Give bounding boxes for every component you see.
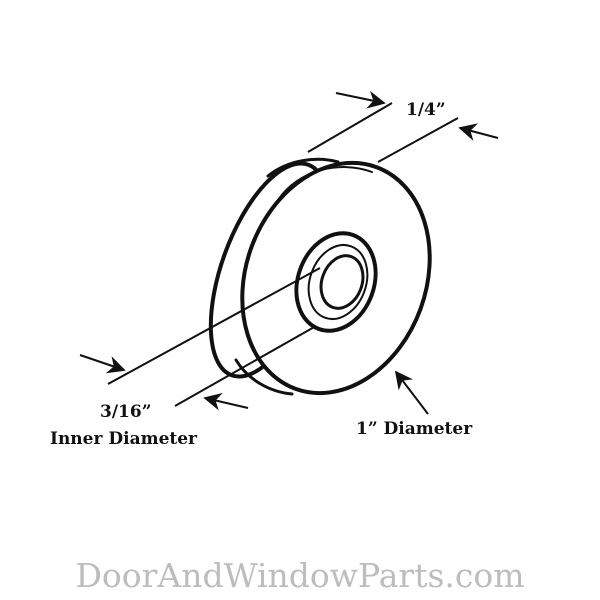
- face-ridge: [277, 166, 373, 201]
- inner-arrow-right: [203, 392, 249, 411]
- width-dimension: [307, 90, 499, 163]
- groove-top: [266, 157, 340, 178]
- front-face: [240, 160, 432, 396]
- inner-arrow-left: [79, 354, 126, 374]
- roller-wheel: [208, 157, 432, 396]
- inner-extension-bottom: [174, 325, 317, 407]
- outer-diameter-arrow: [394, 370, 429, 415]
- watermark-text: DoorAndWindowParts.com: [75, 556, 524, 595]
- inner-extension-top: [107, 267, 321, 385]
- width-label: 1/4”: [406, 100, 446, 120]
- inner-diameter-dimension: [79, 267, 321, 411]
- inner-size-label: 3/16”: [100, 402, 151, 422]
- width-extension-right: [377, 117, 459, 163]
- groove-bottom: [234, 358, 294, 396]
- inner-caption-label: Inner Diameter: [50, 429, 198, 449]
- width-arrow-left: [335, 90, 386, 109]
- width-extension-left: [307, 102, 393, 153]
- outer-diameter-label: 1” Diameter: [356, 419, 473, 439]
- hub-outer-ring: [294, 231, 378, 333]
- center-hole: [319, 254, 365, 310]
- width-arrow-right: [458, 123, 499, 141]
